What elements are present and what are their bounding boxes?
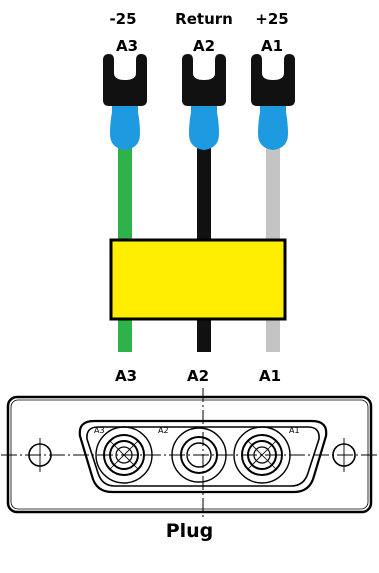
fork-lug-a3 — [103, 54, 147, 106]
sleeve-a3 — [110, 106, 140, 150]
pin-label-top-a2: A2 — [193, 37, 215, 55]
yellow-block — [109, 238, 287, 321]
pin-label-bottom-a2: A2 — [187, 367, 209, 385]
connector-pin-a1 — [233, 426, 291, 484]
pin-label-top-a1: A1 — [261, 37, 283, 55]
voltage-label-a1: +25 — [255, 10, 288, 28]
connector-pin-a2 — [171, 427, 227, 483]
d-shell-inner — [86, 426, 320, 487]
pin-label-top-a3: A3 — [116, 37, 138, 55]
connector-pin-label-a3: A3 — [94, 426, 105, 435]
connector-drawing — [1, 388, 378, 520]
connector-pin-label-a1: A1 — [289, 426, 300, 435]
fork-lug-a1 — [251, 54, 295, 106]
fork-lug-a2 — [182, 54, 226, 106]
caption: Plug — [165, 520, 214, 542]
voltage-label-a2: Return — [175, 10, 233, 28]
mounting-hole-right — [332, 438, 356, 472]
pin-label-bottom-a3: A3 — [115, 367, 137, 385]
sleeve-a2 — [189, 106, 219, 150]
connector-pin-label-a2: A2 — [158, 426, 169, 435]
connector-pin-a3 — [95, 426, 153, 484]
d-shell-outer — [78, 419, 328, 494]
sleeves — [110, 106, 288, 150]
pin-label-bottom-a1: A1 — [259, 367, 281, 385]
sleeve-a1 — [258, 106, 288, 150]
mounting-hole-left — [28, 438, 52, 472]
voltage-label-a3: -25 — [109, 10, 136, 28]
